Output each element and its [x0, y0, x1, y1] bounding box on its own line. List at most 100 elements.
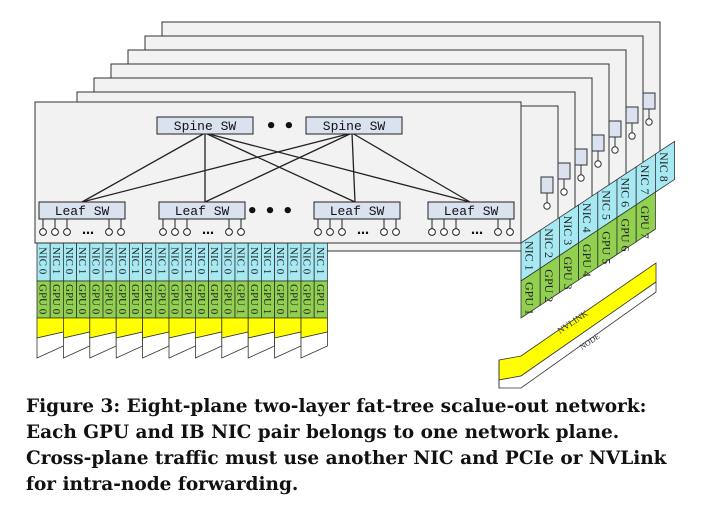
leaf-switch-box [158, 201, 246, 220]
gpu-label: GPU 0 [76, 284, 88, 315]
gpu-label: GPU 0 [129, 284, 141, 315]
spine-switch-label: Spine SW [174, 119, 237, 134]
nic-label: NIC 1 [261, 247, 273, 274]
leaf-port [51, 228, 59, 236]
link [204, 132, 471, 203]
stacked-plane-leaf-ports [540, 92, 656, 210]
nic-label: NIC 1 [182, 247, 194, 274]
caption-line: Cross-plane traffic must use another NIC… [26, 448, 667, 469]
stacked-leaf-switch [625, 106, 639, 124]
gpu-label: GPU 1 [287, 284, 299, 314]
nic-label: NIC 0 [63, 247, 75, 275]
side-gpu-label: GPU 5 [599, 231, 613, 264]
leaf-port [117, 228, 125, 236]
leaf-switch: Leaf SW… [158, 201, 246, 237]
leaf-switch-box [427, 201, 515, 220]
link [351, 132, 356, 203]
nic-label: NIC 0 [301, 247, 313, 275]
nic-label: NIC 0 [169, 247, 181, 275]
nic-label: NIC 1 [287, 247, 299, 274]
stacked-leaf-port [560, 188, 568, 196]
side-nic-label: NIC 5 [599, 190, 613, 220]
leaf-port [338, 228, 346, 236]
figure-caption: Figure 3: Eight-plane two-layer fat-tree… [26, 394, 706, 498]
leaf-port [105, 228, 113, 236]
spine-switch: Spine SW [156, 116, 254, 135]
leaf-switch-label: Leaf SW [444, 204, 499, 219]
leaf-switch-box [38, 201, 126, 220]
stacked-leaf-switch [642, 92, 656, 110]
leaf-port [380, 228, 388, 236]
gpu-label: GPU 1 [314, 284, 326, 314]
nic-label: NIC 0 [89, 247, 101, 275]
link [81, 132, 353, 203]
leaf-switch: Leaf SW… [38, 201, 126, 237]
nic-label: NIC 1 [208, 247, 220, 274]
stacked-leaf-switch [574, 148, 588, 166]
leaf-port-ellipsis: … [202, 223, 214, 237]
leaf-port-ellipsis: … [82, 223, 94, 237]
nic-label: NIC 0 [195, 247, 207, 275]
side-nic-label: NIC 1 [523, 241, 537, 271]
side-gpu-cell [635, 191, 656, 243]
gpu-label: GPU 0 [37, 284, 49, 315]
leaf-port [183, 228, 191, 236]
spine-switch-label: Spine SW [323, 119, 386, 134]
gpu-label: GPU 0 [142, 284, 154, 315]
side-gpu-label: GPU 6 [619, 219, 633, 252]
side-gpu-label: GPU 1 [523, 282, 537, 315]
gpu-label: GPU 1 [261, 284, 273, 314]
nic-label: NIC 0 [274, 247, 286, 275]
nic-label: NIC 0 [248, 247, 260, 275]
leaf-port-ellipsis: … [471, 223, 483, 237]
stacked-leaf-port [628, 132, 636, 140]
gpu-label: GPU 0 [195, 284, 207, 315]
leaf-port [237, 228, 245, 236]
gpu-label: GPU 0 [169, 284, 181, 315]
side-nic-label: NIC 7 [638, 165, 652, 195]
gpu-label: GPU 0 [301, 284, 313, 315]
link [351, 132, 471, 203]
leaf-port [440, 228, 448, 236]
link [81, 132, 206, 203]
leaf-port [452, 228, 460, 236]
leaf-port [39, 228, 47, 236]
nic-label: NIC 1 [76, 247, 88, 274]
side-gpu-label: GPU 7 [638, 206, 652, 239]
stacked-leaf-port [611, 146, 619, 154]
stacked-leaf-switch [608, 120, 622, 138]
stacked-leaf-switch [591, 134, 605, 152]
side-gpu-label: GPU 2 [542, 269, 556, 302]
leaf-port [428, 228, 436, 236]
nic-label: NIC 0 [116, 247, 128, 275]
side-nic-label: NIC 2 [542, 228, 556, 258]
caption-line: Each GPU and IB NIC pair belongs to one … [26, 422, 620, 443]
gpu-label: GPU 1 [235, 284, 247, 314]
gpu-label: GPU 0 [63, 284, 75, 315]
link [204, 132, 353, 203]
caption-line: for intra-node forwarding. [26, 474, 299, 495]
leaf-port [326, 228, 334, 236]
leaf-switch-box [313, 201, 401, 220]
stacked-leaf-switch [557, 162, 571, 180]
spine-ellipsis: • • [265, 116, 294, 137]
gpu-label: GPU 0 [248, 284, 260, 315]
gpu-label: GPU 0 [103, 284, 115, 315]
spine-leaf-links [81, 132, 471, 203]
stacked-leaf-port [645, 118, 653, 126]
leaf-port [506, 228, 514, 236]
nic-label: NIC 0 [37, 247, 49, 275]
stacked-leaf-port [543, 202, 551, 210]
gpu-label: GPU 0 [208, 284, 220, 315]
side-nic-label: NIC 6 [619, 178, 633, 208]
leaf-switch: Leaf SW … [313, 201, 401, 237]
leaf-switches: Leaf SW…Leaf SW…Leaf SW…Leaf SW… [38, 201, 515, 237]
leaf-switch-label: Leaf SW [330, 204, 385, 219]
gpu-label: GPU 0 [221, 284, 233, 315]
nic-label: NIC 1 [103, 247, 115, 274]
leaf-switch: Leaf SW … [427, 201, 515, 237]
leaf-port-ellipsis: … [357, 223, 369, 237]
